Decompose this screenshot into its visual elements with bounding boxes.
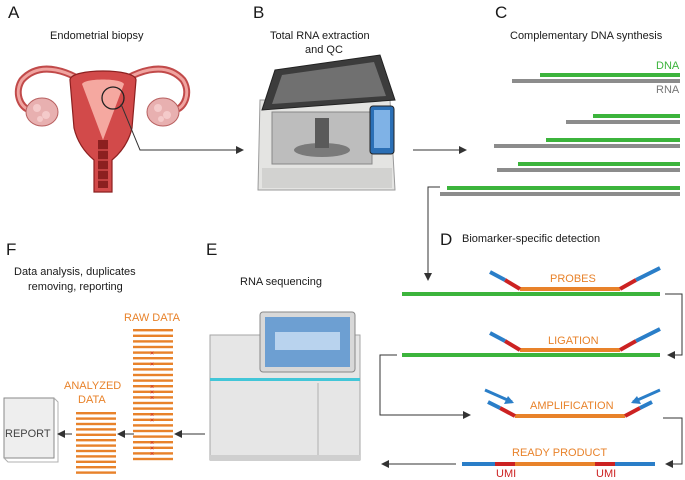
duplicate-mark: × [150,390,154,397]
raw-data-line [133,413,173,416]
raw-data-line [133,418,173,421]
raw-data-line [133,345,173,349]
analyzed-data-line [76,471,116,474]
panel-title-e: RNA sequencing [240,276,322,288]
panel-title-f-line2: removing, reporting [28,281,123,293]
panel-title-b-line1: Total RNA extraction [270,30,370,42]
sequencing-instrument [209,311,361,461]
analyzed-data-lines [76,412,116,474]
panel-title-a: Endometrial biopsy [50,30,144,42]
raw-data-label: RAW DATA [124,312,181,324]
raw-data-line [133,373,173,377]
analyzed-data-line [76,433,116,436]
analyzed-data-label-line1: ANALYZED [64,380,122,392]
duplicate-mark: × [150,384,154,391]
panel-letter-f: F [6,240,17,259]
arrow-ligation-to-amplification [379,354,471,419]
panel-title-c: Complementary DNA synthesis [510,30,663,42]
raw-data-line [133,357,173,360]
raw-data-line [133,351,173,354]
duplicate-mark: × [150,451,154,458]
report-label: REPORT [5,428,51,440]
analyzed-data-line [76,460,116,463]
raw-data-line [133,396,173,399]
ligation-label: LIGATION [548,335,599,347]
analyzed-data-line [76,417,116,420]
raw-data-line [133,446,173,449]
duplicate-mark: × [150,446,154,453]
duplicate-mark: × [150,395,154,402]
raw-data-line [133,368,173,371]
raw-data-line [133,401,173,405]
panel-letter-b: B [253,3,265,22]
panel-title-b-line2: and QC [305,44,343,56]
rna-label: RNA [656,84,680,96]
rna-extraction-instrument [257,54,396,191]
ready-product-label: READY PRODUCT [512,447,608,459]
raw-data-line [133,435,173,438]
raw-data-line [133,362,173,365]
probes-label: PROBES [550,273,596,285]
raw-data-line [133,452,173,455]
raw-data-line [133,390,173,393]
duplicate-mark: × [150,418,154,425]
dna-label: DNA [656,60,680,72]
panel-letter-e: E [206,240,218,259]
raw-data-line [133,385,173,388]
raw-data-line [133,424,173,427]
probes-step [402,266,661,296]
analyzed-data-line [76,466,116,469]
arrow-probes-to-ligation [665,293,683,359]
analyzed-data-line [76,428,116,431]
analyzed-data-line [76,455,116,458]
panel-title-f-line1: Data analysis, duplicates [14,266,136,278]
ligation-step [402,327,661,357]
analyzed-data-line [76,444,116,447]
panel-letter-d: D [440,230,453,249]
raw-data-line [133,429,173,433]
raw-data-line [133,334,173,337]
uterus-illustration [14,65,191,193]
analyzed-data-line [76,412,116,415]
raw-data-line [133,407,173,410]
panel-letter-c: C [495,3,508,22]
raw-data-line [133,340,173,343]
analyzed-data-line [76,449,116,453]
umi-label-right: UMI [596,468,617,480]
cdna-strands [440,73,680,196]
amplification-step [484,388,661,418]
report-document [3,397,59,463]
arrow-a-to-b [120,103,244,154]
analyzed-data-line [76,422,116,426]
raw-data-line [133,329,173,332]
duplicate-mark: × [150,412,154,419]
raw-data-line [133,379,173,382]
ready-product [462,462,655,466]
duplicate-mark: × [150,440,154,447]
duplicate-mark: × [150,362,154,369]
amplification-label: AMPLIFICATION [530,400,614,412]
umi-label-left: UMI [496,468,517,480]
raw-data-line [133,441,173,444]
duplicate-mark: × [150,350,154,357]
analyzed-data-line [76,439,116,442]
raw-data-lines: ×××××××××× [133,329,173,461]
arrow-amplification-to-product [663,417,683,468]
panel-title-d: Biomarker-specific detection [462,233,601,245]
panel-letter-a: A [8,3,20,22]
analyzed-data-label-line2: DATA [78,394,106,406]
raw-data-line [133,457,173,461]
arrow-c-to-d [424,186,440,281]
